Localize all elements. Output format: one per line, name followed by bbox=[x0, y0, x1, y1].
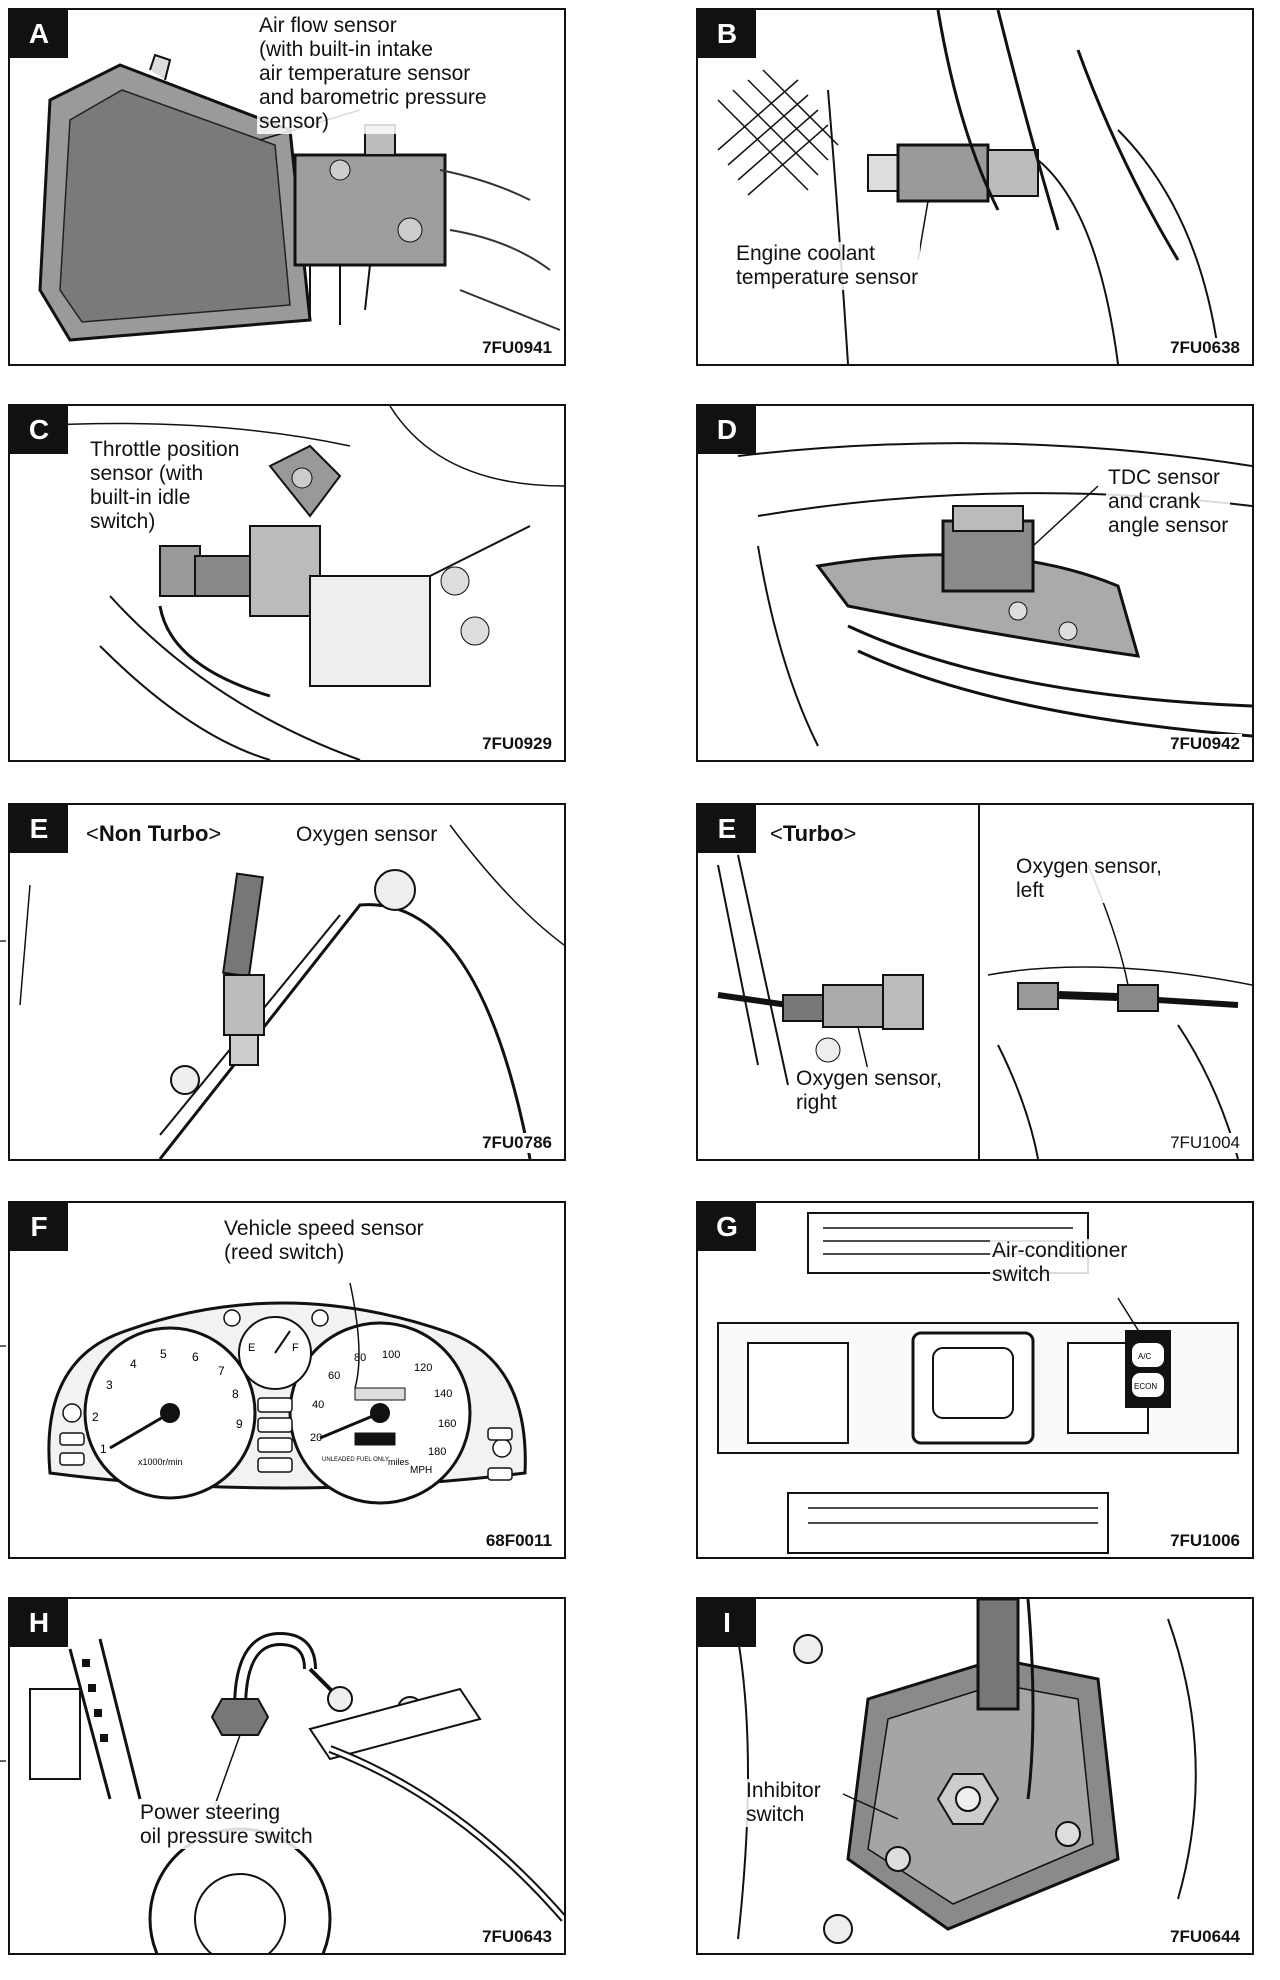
panel-f: F 1 2 3 4 5 6 7 8 9 x1000r/min 20 40 60 … bbox=[8, 1201, 566, 1559]
air-conditioner-switch-illustration: A/C ECON bbox=[717, 1212, 1239, 1554]
panel-b: B Engine coolant temperature sensor 7FU0… bbox=[696, 8, 1254, 366]
panel-g: G A/C ECON Air-conditioner switch 7FU100… bbox=[696, 1201, 1254, 1559]
panel-divider bbox=[978, 805, 980, 1159]
margin-tick bbox=[0, 940, 6, 942]
power-steering-switch-illustration bbox=[29, 1631, 564, 1953]
inhibitor-switch-label: Inhibitor switch bbox=[744, 1779, 823, 1827]
throttle-sensor-label: Throttle position sensor (with built-in … bbox=[88, 438, 242, 534]
oxygen-sensor-turbo-illustration bbox=[717, 854, 1252, 1159]
tach-num: 4 bbox=[130, 1357, 137, 1371]
panel-e-turbo: E <Turbo> Oxygen sensor, left Oxygen sen… bbox=[696, 803, 1254, 1161]
panel-letter: B bbox=[698, 10, 756, 58]
margin-tick bbox=[0, 1345, 6, 1347]
speed-num: 100 bbox=[382, 1349, 400, 1361]
speed-num: 140 bbox=[434, 1388, 452, 1400]
figure-number: 7FU0643 bbox=[480, 1927, 554, 1947]
speed-num: 160 bbox=[438, 1418, 456, 1430]
throttle-sensor-illustration bbox=[29, 406, 564, 760]
oxygen-sensor-left-label: Oxygen sensor, left bbox=[1014, 855, 1164, 903]
figure-number: 7FU0644 bbox=[1168, 1927, 1242, 1947]
panel-d: D TDC sensor and crank angle sensor 7FU0… bbox=[696, 404, 1254, 762]
oxygen-sensor-label: Oxygen sensor bbox=[294, 823, 440, 847]
inhibitor-switch-illustration bbox=[737, 1599, 1197, 1944]
fuel-note: UNLEADED FUEL ONLY bbox=[322, 1457, 389, 1463]
tach-num: 8 bbox=[232, 1387, 239, 1401]
speed-num: 60 bbox=[328, 1370, 340, 1382]
tach-num: 3 bbox=[106, 1378, 113, 1392]
tach-num: 9 bbox=[236, 1417, 243, 1431]
figure-number: 7FU0786 bbox=[480, 1133, 554, 1153]
panel-letter: I bbox=[698, 1599, 756, 1647]
tach-num: 7 bbox=[218, 1364, 225, 1378]
panel-e-non-turbo: E <Non Turbo> Oxygen sensor 7FU0786 bbox=[8, 803, 566, 1161]
oxygen-sensor-right-label: Oxygen sensor, right bbox=[794, 1067, 944, 1115]
panel-i: I Inhibitor switch 7FU0644 bbox=[696, 1597, 1254, 1955]
power-steering-switch-label: Power steering oil pressure switch bbox=[138, 1801, 315, 1849]
panel-letter: E bbox=[698, 805, 756, 853]
coolant-sensor-illustration bbox=[717, 10, 1219, 364]
fuel-mark: F bbox=[292, 1342, 299, 1354]
speed-sensor-label: Vehicle speed sensor (reed switch) bbox=[222, 1217, 426, 1265]
speed-num: 40 bbox=[312, 1399, 324, 1411]
figure-number: 7FU0941 bbox=[480, 338, 554, 358]
variant-label: <Turbo> bbox=[768, 821, 859, 847]
panel-a: A Air flow sensor (with built-in intake … bbox=[8, 8, 566, 366]
panel-h: H Power steering oil pressure switch 7FU… bbox=[8, 1597, 566, 1955]
margin-tick bbox=[0, 1760, 6, 1762]
panel-letter: D bbox=[698, 406, 756, 454]
speed-num: 80 bbox=[354, 1352, 366, 1364]
ac-button: A/C bbox=[1138, 1352, 1152, 1361]
speed-unit: MPH bbox=[410, 1465, 432, 1476]
speed-num: 20 bbox=[310, 1432, 322, 1444]
tach-num: 6 bbox=[192, 1350, 199, 1364]
air-flow-sensor-illustration bbox=[38, 53, 561, 342]
panel-letter: H bbox=[10, 1599, 68, 1647]
tdc-sensor-label: TDC sensor and crank angle sensor bbox=[1106, 466, 1231, 538]
figure-number: 7FU0942 bbox=[1168, 734, 1242, 754]
figure-number: 7FU1006 bbox=[1168, 1531, 1242, 1551]
panel-letter: G bbox=[698, 1203, 756, 1251]
ac-switch-label: Air-conditioner switch bbox=[990, 1239, 1130, 1287]
panel-c: C Throttle position sensor (with built-i… bbox=[8, 404, 566, 762]
tach-num: 1 bbox=[100, 1442, 107, 1456]
tach-num: 5 bbox=[160, 1347, 167, 1361]
figure-number: 7FU0929 bbox=[480, 734, 554, 754]
speed-num: 180 bbox=[428, 1446, 446, 1458]
tach-num: 2 bbox=[92, 1410, 99, 1424]
econ-button: ECON bbox=[1134, 1382, 1157, 1391]
speed-num: 120 bbox=[414, 1362, 432, 1374]
instrument-cluster-illustration: 1 2 3 4 5 6 7 8 9 x1000r/min 20 40 60 80… bbox=[47, 1282, 527, 1505]
oxygen-sensor-non-turbo-illustration bbox=[19, 824, 564, 1159]
panel-letter: A bbox=[10, 10, 68, 58]
panel-letter: C bbox=[10, 406, 68, 454]
variant-label: <Non Turbo> bbox=[84, 821, 224, 847]
odo-word: miles bbox=[388, 1457, 410, 1467]
tdc-sensor-illustration bbox=[737, 442, 1252, 747]
air-flow-sensor-label: Air flow sensor (with built-in intake ai… bbox=[257, 14, 489, 134]
figure-number: 7FU1004 bbox=[1168, 1133, 1242, 1153]
figure-number: 7FU0638 bbox=[1168, 338, 1242, 358]
panel-letter: E bbox=[10, 805, 68, 853]
tach-unit: x1000r/min bbox=[138, 1457, 183, 1467]
fuel-mark: E bbox=[248, 1342, 255, 1354]
figure-number: 68F0011 bbox=[483, 1531, 554, 1551]
panel-letter: F bbox=[10, 1203, 68, 1251]
coolant-sensor-label: Engine coolant temperature sensor bbox=[734, 242, 921, 290]
